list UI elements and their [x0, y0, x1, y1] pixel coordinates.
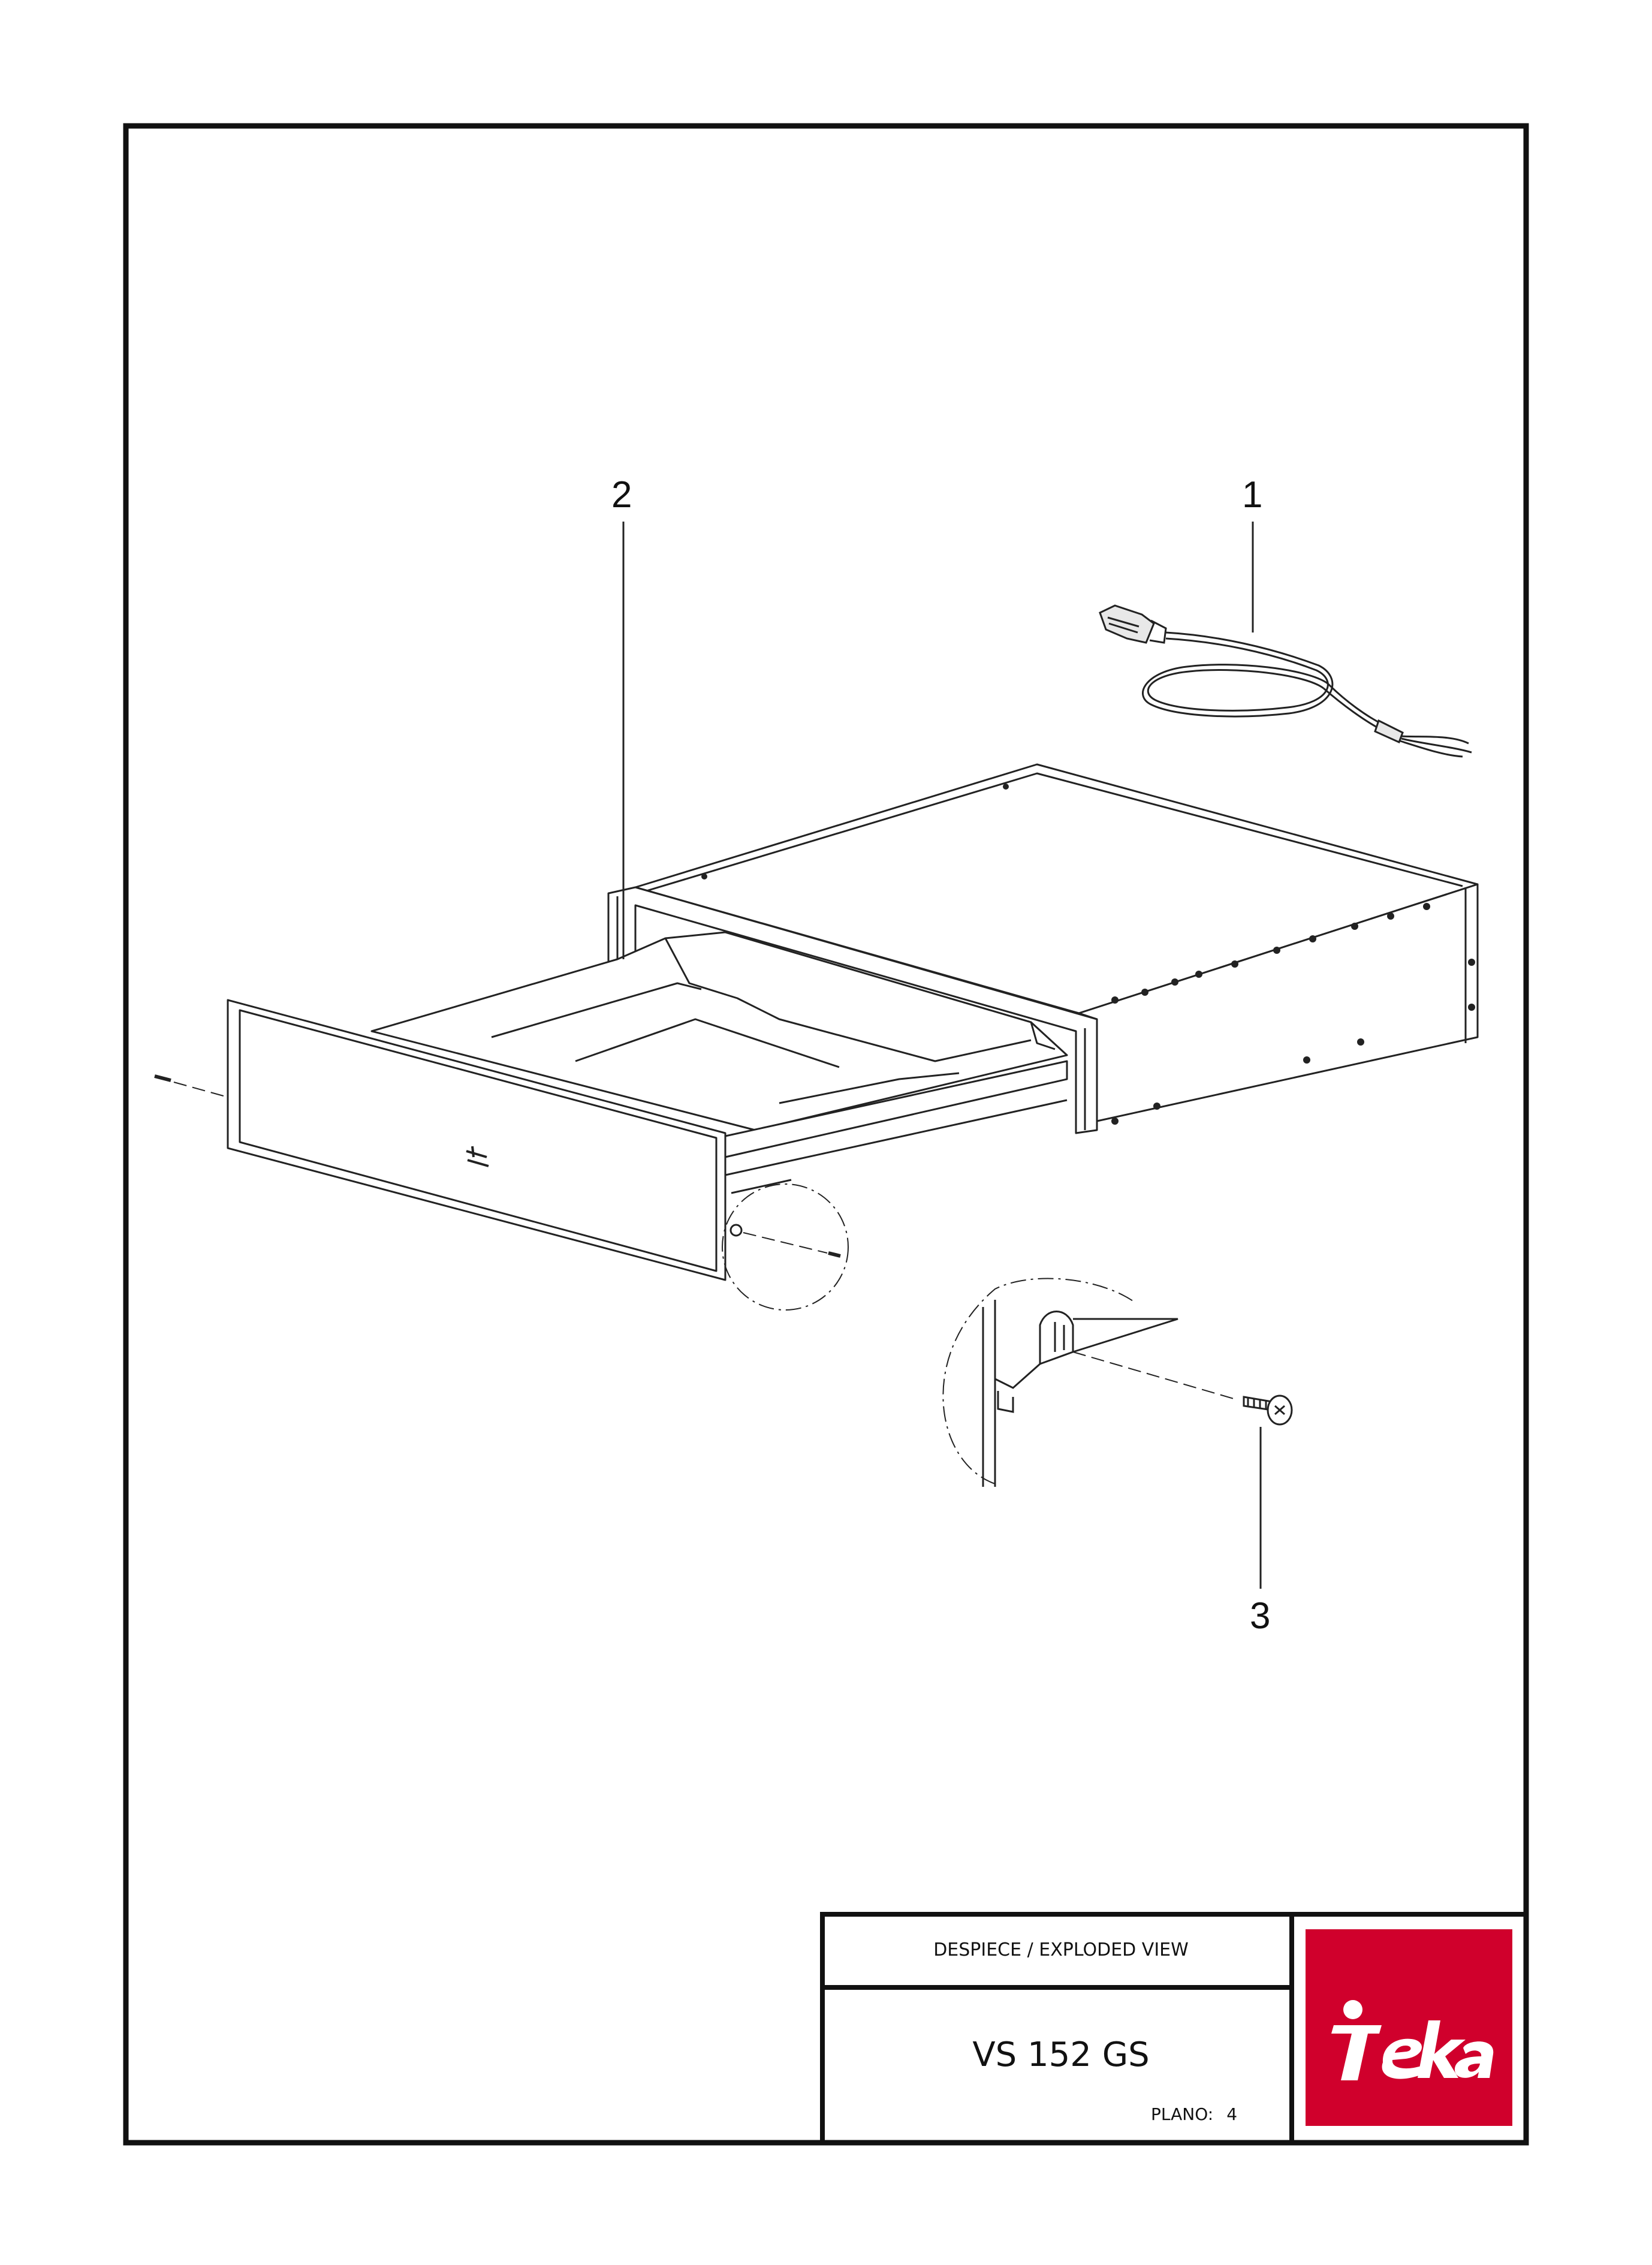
teka-logo [1301, 1960, 1511, 2122]
title-block-title: DESPIECE / EXPLODED VIEW [933, 1939, 1189, 1960]
plano-label: PLANO: [1151, 2104, 1214, 2124]
power-cord-part [1099, 604, 1472, 758]
callout-2: 2 [611, 474, 632, 516]
callout-3: 3 [1250, 1595, 1271, 1637]
title-block [820, 1912, 1529, 2145]
title-block-plano: PLANO: 4 [1151, 2104, 1237, 2124]
title-block-model: VS 152 GS [972, 2035, 1150, 2074]
screw-detail-view [942, 1278, 1293, 1487]
callout-leaders [622, 522, 1262, 1589]
warming-drawer-part [154, 763, 1479, 1311]
plano-number: 4 [1226, 2104, 1238, 2124]
callout-1: 1 [1242, 474, 1263, 516]
